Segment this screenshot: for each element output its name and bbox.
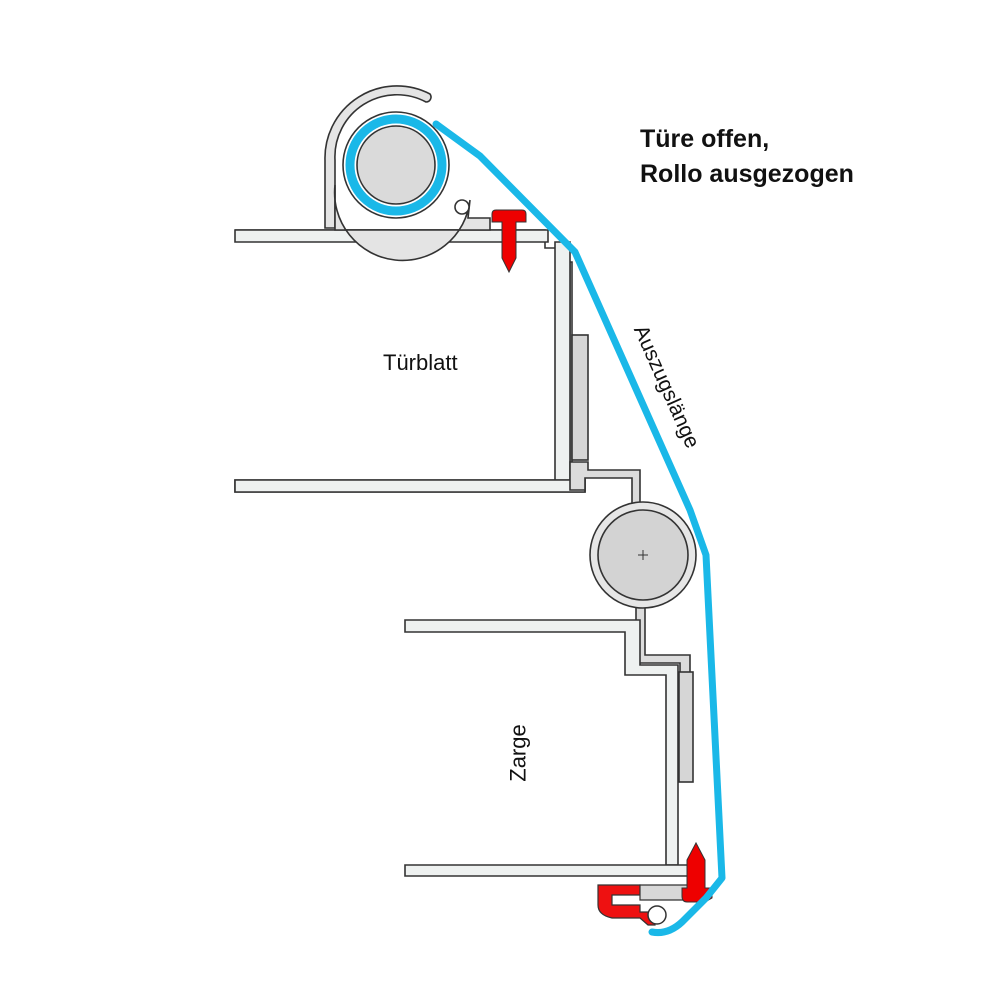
hinge-arm-upper — [569, 461, 641, 506]
frame-bottom — [404, 864, 691, 877]
top-fastener-icon — [491, 209, 527, 274]
diagram-title: Türe offen, Rollo ausgezogen — [640, 122, 854, 192]
bottom-clip — [597, 884, 656, 926]
frame-seal-strip — [678, 671, 694, 783]
roller-housing-base — [333, 184, 491, 262]
blind-wound-ring — [345, 114, 447, 216]
top-roller-core — [356, 125, 436, 205]
door-leaf-bottom — [234, 479, 586, 493]
title-line-1: Türe offen, — [640, 125, 770, 153]
title-line-2: Rollo ausgezogen — [640, 160, 854, 188]
door-leaf-right — [554, 241, 571, 481]
bottom-fastener-icon — [681, 841, 713, 903]
bottom-clip-pin — [647, 905, 667, 925]
door-seal-strip — [571, 334, 589, 461]
roller-housing-hook — [454, 199, 470, 215]
frame-top-profile — [404, 619, 679, 866]
roller-housing — [324, 85, 432, 229]
hinge-center-icon — [638, 550, 648, 560]
door-leaf-label: Türblatt — [383, 350, 458, 375]
blind-fabric — [432, 120, 726, 936]
frame-label: Zarge — [505, 724, 531, 782]
